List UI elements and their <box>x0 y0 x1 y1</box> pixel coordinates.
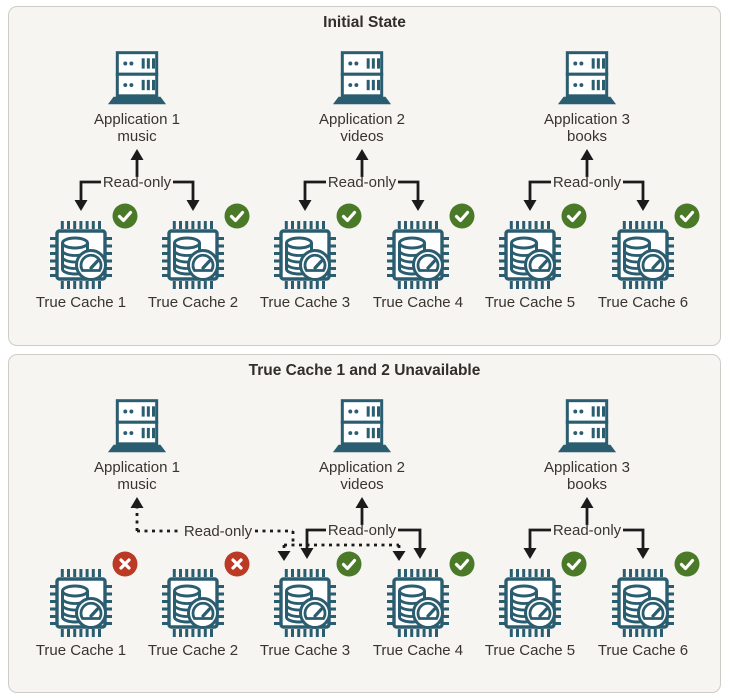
cache-label: True Cache 4 <box>372 642 464 659</box>
panel-failover-state: True Cache 1 and 2 Unavailable Applicati… <box>8 354 721 693</box>
cache-chip-icon <box>611 217 675 293</box>
cache-label: True Cache 1 <box>35 294 127 311</box>
read-only-label: Read-only <box>552 174 622 191</box>
cache-node: True Cache 3 <box>245 549 365 663</box>
app-server-3: Application 3 books <box>517 49 657 145</box>
panel-title: Initial State <box>323 14 406 31</box>
cache-chip-icon <box>49 217 113 293</box>
cache-node: True Cache 3 <box>245 201 365 315</box>
cache-label: True Cache 5 <box>484 642 576 659</box>
app-category: books <box>566 127 608 145</box>
app-name: Application 1 <box>94 111 180 128</box>
server-icon <box>557 49 617 107</box>
app-server-1: Application 1 music <box>67 49 207 145</box>
cache-chip-icon <box>49 565 113 641</box>
cache-label: True Cache 5 <box>484 294 576 311</box>
app-name: Application 3 <box>544 111 630 128</box>
server-icon <box>557 397 617 455</box>
status-available-icon <box>674 203 700 229</box>
app-server-2: Application 2 videos <box>292 397 432 493</box>
app-name: Application 2 <box>319 459 405 476</box>
server-icon <box>107 49 167 107</box>
cache-node: True Cache 2 <box>133 201 253 315</box>
app-server-2: Application 2 videos <box>292 49 432 145</box>
cache-chip-icon <box>161 217 225 293</box>
app-category: videos <box>340 127 384 145</box>
panel-initial-state: Initial State Application 1 music Applic… <box>8 6 721 346</box>
cache-chip-icon <box>498 565 562 641</box>
app-category: music <box>117 127 157 145</box>
server-icon <box>107 397 167 455</box>
server-icon <box>332 397 392 455</box>
cache-node: True Cache 6 <box>583 201 703 315</box>
cache-label: True Cache 3 <box>259 294 351 311</box>
read-only-label: Read-only <box>327 174 397 191</box>
cache-chip-icon <box>386 217 450 293</box>
cache-node: True Cache 2 <box>133 549 253 663</box>
cache-label: True Cache 1 <box>35 642 127 659</box>
cache-node: True Cache 4 <box>358 201 478 315</box>
status-available-icon <box>674 551 700 577</box>
cache-node: True Cache 1 <box>21 201 141 315</box>
read-only-label: Read-only <box>552 522 622 539</box>
cache-label: True Cache 2 <box>147 642 239 659</box>
app-name: Application 1 <box>94 459 180 476</box>
cache-chip-icon <box>386 565 450 641</box>
cache-label: True Cache 6 <box>597 642 689 659</box>
cache-chip-icon <box>273 217 337 293</box>
app-server-1: Application 1 music <box>67 397 207 493</box>
cache-node: True Cache 4 <box>358 549 478 663</box>
cache-chip-icon <box>161 565 225 641</box>
cache-node: True Cache 5 <box>470 549 590 663</box>
cache-label: True Cache 6 <box>597 294 689 311</box>
app-category: music <box>117 475 157 493</box>
read-only-label: Read-only <box>102 174 172 191</box>
app-name: Application 2 <box>319 111 405 128</box>
read-only-label: Read-only <box>327 522 397 539</box>
app-category: books <box>566 475 608 493</box>
cache-node: True Cache 6 <box>583 549 703 663</box>
cache-chip-icon <box>498 217 562 293</box>
cache-label: True Cache 4 <box>372 294 464 311</box>
cache-chip-icon <box>611 565 675 641</box>
cache-label: True Cache 2 <box>147 294 239 311</box>
cache-node: True Cache 1 <box>21 549 141 663</box>
app-category: videos <box>340 475 384 493</box>
app-name: Application 3 <box>544 459 630 476</box>
server-icon <box>332 49 392 107</box>
app-server-3: Application 3 books <box>517 397 657 493</box>
cache-chip-icon <box>273 565 337 641</box>
cache-label: True Cache 3 <box>259 642 351 659</box>
cache-node: True Cache 5 <box>470 201 590 315</box>
read-only-label: Read-only <box>183 523 253 540</box>
panel-title: True Cache 1 and 2 Unavailable <box>248 362 481 379</box>
